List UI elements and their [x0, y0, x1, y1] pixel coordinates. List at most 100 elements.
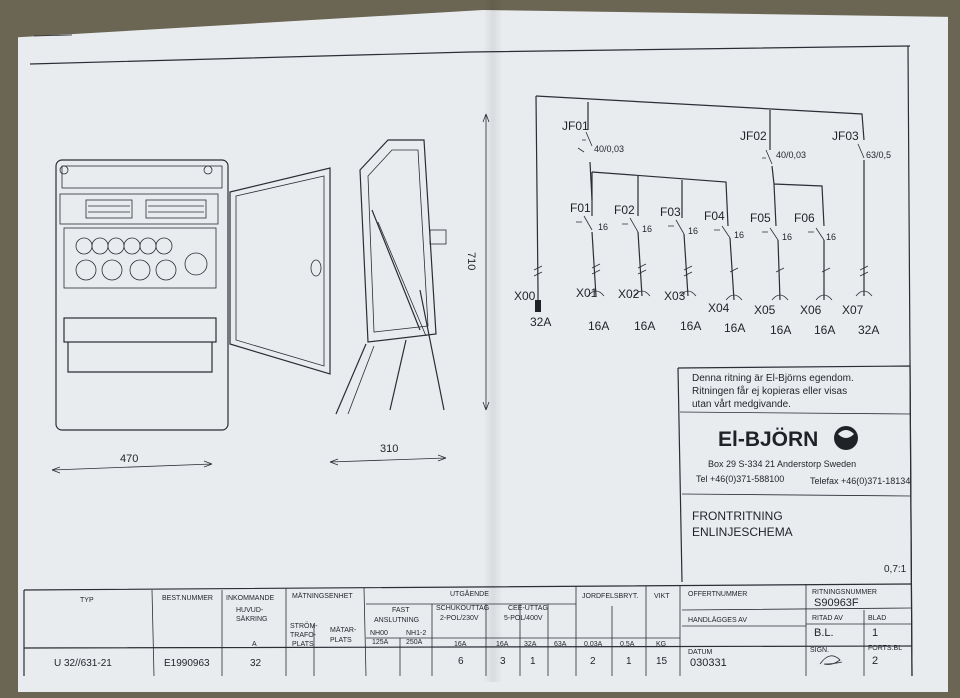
jf03-rating: 63/0,5	[866, 150, 891, 160]
jf02-rating: 40/0,03	[776, 150, 806, 160]
th-forts: FORTS.BL	[868, 645, 902, 652]
th-nhoo-1: NH00	[370, 630, 388, 637]
switch-symbols	[533, 131, 873, 301]
cabinet-side-view	[335, 139, 447, 415]
td-best: E1990963	[164, 658, 210, 669]
th-schuko-2: 2-POL/230V	[440, 615, 479, 622]
drawing-title-2: ENLINJESCHEMA	[692, 525, 793, 539]
td-blad: 1	[872, 627, 878, 639]
th-cee-16: 16A	[496, 641, 509, 648]
th-blad: BLAD	[868, 615, 886, 622]
th-ink: INKOMMANDE	[226, 595, 275, 602]
td-cee16: 3	[500, 656, 506, 667]
th-handl: HANDLÄGGES AV	[688, 616, 747, 624]
th-cee-2: 5-POL/400V	[504, 615, 543, 622]
x01-label: X01	[576, 286, 598, 300]
f05-rating: 16	[782, 232, 792, 242]
x07-rating: 32A	[858, 323, 879, 337]
corner-mark	[33, 34, 73, 37]
notice-line-2: Ritningen får ej kopieras eller visas	[692, 385, 847, 397]
f04-rating: 16	[734, 230, 744, 240]
spec-table-grid	[23, 583, 913, 677]
x06-rating: 16A	[814, 323, 835, 337]
th-best: BEST.NUMMER	[162, 595, 213, 602]
jf01-rating: 40/0,03	[594, 144, 624, 154]
th-typ: TYP	[80, 597, 94, 604]
f04-label: F04	[704, 209, 725, 223]
th-schuko-16: 16A	[454, 641, 467, 648]
drawing-title-1: FRONTRITNING	[692, 509, 783, 523]
td-cee32: 1	[530, 656, 536, 667]
cabinet-door	[229, 167, 331, 375]
th-cee-63: 63A	[554, 641, 567, 648]
x02-rating: 16A	[634, 319, 655, 333]
td-jord003: 2	[590, 656, 596, 667]
td-vikt: 15	[656, 656, 668, 667]
x01-rating: 16A	[588, 319, 609, 333]
company-tel: Tel +46(0)371-588100	[696, 474, 784, 484]
signature	[819, 655, 843, 665]
x04-rating: 16A	[724, 321, 745, 335]
notice-line-3: utan vårt medgivande.	[692, 398, 791, 410]
th-nhoo-2: 125A	[372, 639, 389, 646]
x03-label: X03	[664, 289, 686, 303]
x00-label: X00	[514, 289, 536, 303]
dimension-depth-label: 310	[380, 443, 398, 455]
td-ritad: B.L.	[814, 627, 834, 639]
sheet-fold	[483, 0, 503, 682]
company-fax: Telefax +46(0)371-18134	[810, 476, 910, 486]
td-huvud: 32	[250, 658, 262, 669]
f03-rating: 16	[688, 226, 698, 236]
th-jord-003: 0,03A	[584, 641, 603, 648]
f01-label: F01	[570, 201, 591, 215]
drawing-scale: 0,7:1	[884, 564, 907, 575]
td-typ: U 32//631-21	[54, 658, 112, 669]
th-cee-1: CEE-UTTAG	[508, 605, 548, 612]
th-huvud-1: HUVUD-	[236, 607, 264, 614]
jf02-label: JF02	[740, 129, 767, 143]
th-utg: UTGÅENDE	[450, 589, 489, 598]
notice-line-1: Denna ritning är El-Björns egendom.	[692, 373, 854, 384]
frame-top	[29, 45, 911, 65]
th-schuko-1: SCHUKOUTTAG	[436, 605, 489, 612]
x06-label: X06	[800, 303, 822, 317]
th-jord: JORDFELSBRYT.	[582, 593, 638, 600]
f02-rating: 16	[642, 224, 652, 234]
th-fast-2: ANSLUTNING	[374, 617, 419, 624]
jf03-label: JF03	[832, 129, 859, 143]
td-datum: 030331	[690, 657, 727, 669]
th-datum: DATUM	[688, 649, 713, 656]
th-cee-32: 32A	[524, 641, 537, 648]
th-nh12-2: 250A	[406, 639, 423, 646]
schematic	[535, 95, 865, 312]
dimension-width: 470	[51, 453, 213, 474]
td-forts: 2	[872, 655, 878, 667]
x00-rating: 32A	[530, 315, 551, 329]
x03-rating: 16A	[680, 319, 701, 333]
x05-label: X05	[754, 303, 776, 317]
th-jord-05: 0,5A	[620, 641, 635, 648]
dimension-height: 710	[465, 113, 490, 411]
cabinet-front-view	[55, 159, 229, 431]
th-huvud-2: SÄKRING	[236, 615, 268, 623]
th-ritnr: RITNINGSNUMMER	[812, 589, 877, 596]
f05-label: F05	[750, 211, 771, 225]
x07-label: X07	[842, 303, 864, 317]
td-ritnr: S90963F	[814, 597, 859, 609]
dimension-depth: 310	[329, 443, 447, 466]
th-nh12-1: NH1-2	[406, 630, 426, 637]
th-sign: SIGN.	[810, 647, 829, 654]
th-huvud-unit: A	[252, 641, 257, 648]
title-block	[677, 365, 913, 677]
f02-label: F02	[614, 203, 635, 217]
dimension-width-label: 470	[120, 453, 138, 465]
f06-label: F06	[794, 211, 815, 225]
drawing-sheet	[18, 10, 948, 692]
company-address: Box 29 S-334 21 Anderstorp Sweden	[708, 459, 856, 469]
td-jord05: 1	[626, 656, 632, 667]
x04-label: X04	[708, 301, 730, 315]
x02-label: X02	[618, 287, 640, 301]
th-fast-1: FAST	[392, 607, 410, 614]
f06-rating: 16	[826, 232, 836, 242]
